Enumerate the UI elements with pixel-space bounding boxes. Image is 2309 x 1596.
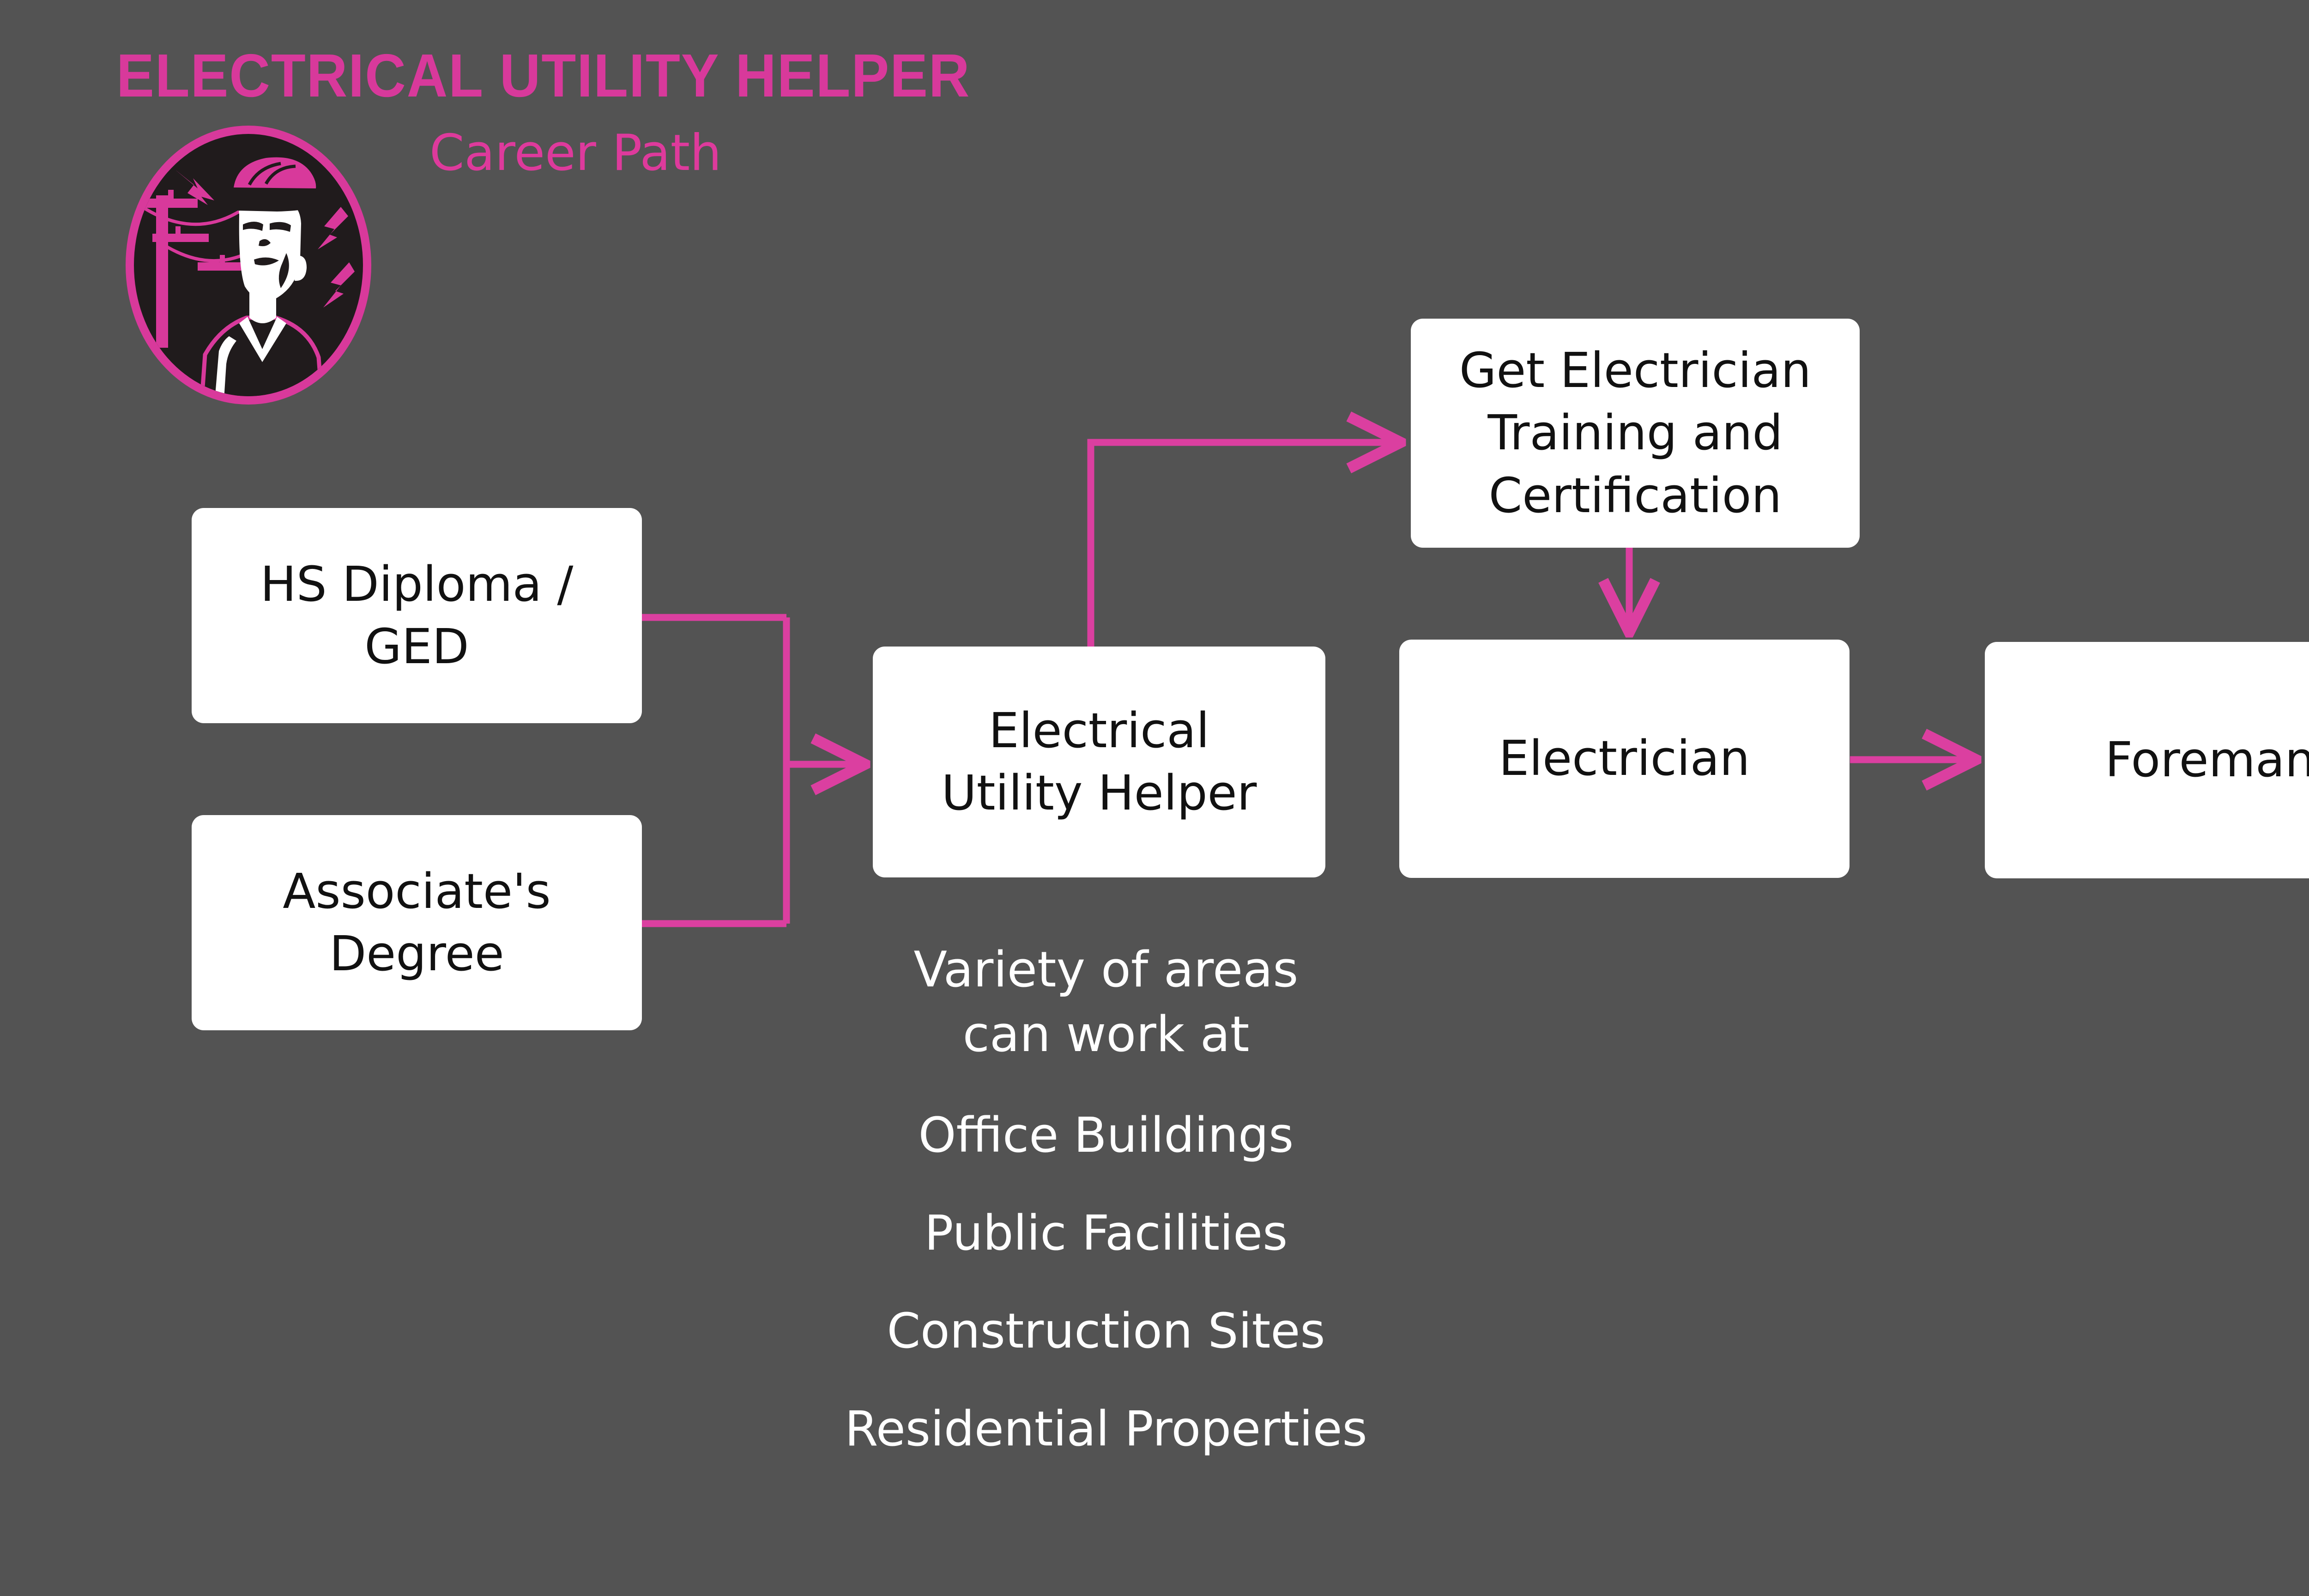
flow-node-electrical-utility-helper[interactable]: Electrical Utility Helper: [873, 647, 1325, 877]
node-line: GED: [364, 618, 469, 675]
node-line: Get Electrician: [1459, 342, 1812, 399]
page-title: ELECTRICAL UTILITY HELPER: [116, 42, 971, 109]
occupation-badge-logo: [126, 126, 371, 405]
work-areas-heading: Variety of areas can work at: [637, 937, 1575, 1067]
node-line: Degree: [329, 925, 504, 982]
page-subtitle: Career Path: [429, 124, 722, 182]
work-area-item: Office Buildings: [918, 1106, 1294, 1163]
node-line: Certification: [1488, 467, 1782, 524]
work-area-item: Construction Sites: [887, 1302, 1325, 1359]
flow-node-get-electrician-training[interactable]: Get Electrician Training and Certificati…: [1411, 319, 1860, 548]
flow-node-hs-diploma[interactable]: HS Diploma / GED: [192, 508, 642, 723]
node-line: Associate's: [283, 863, 551, 919]
flow-node-electrician[interactable]: Electrician: [1399, 640, 1850, 878]
work-area-item: Residential Properties: [845, 1400, 1367, 1457]
node-line: Foreman: [2105, 732, 2309, 788]
work-areas-section: Variety of areas can work at Office Buil…: [637, 937, 1575, 1453]
edge-helper-to-training: [1087, 442, 1396, 647]
work-area-item: Public Facilities: [924, 1204, 1288, 1261]
flow-node-foreman[interactable]: Foreman: [1985, 642, 2309, 878]
node-line: Training and: [1487, 405, 1783, 461]
node-line: Utility Helper: [941, 765, 1257, 821]
node-line: Electrician: [1499, 730, 1750, 787]
flow-node-associates-degree[interactable]: Associate's Degree: [192, 815, 642, 1030]
node-line: HS Diploma /: [260, 556, 574, 612]
work-areas-heading-line: Variety of areas: [913, 941, 1299, 998]
node-line: Electrical: [988, 702, 1209, 759]
work-areas-heading-line: can work at: [962, 1005, 1250, 1063]
